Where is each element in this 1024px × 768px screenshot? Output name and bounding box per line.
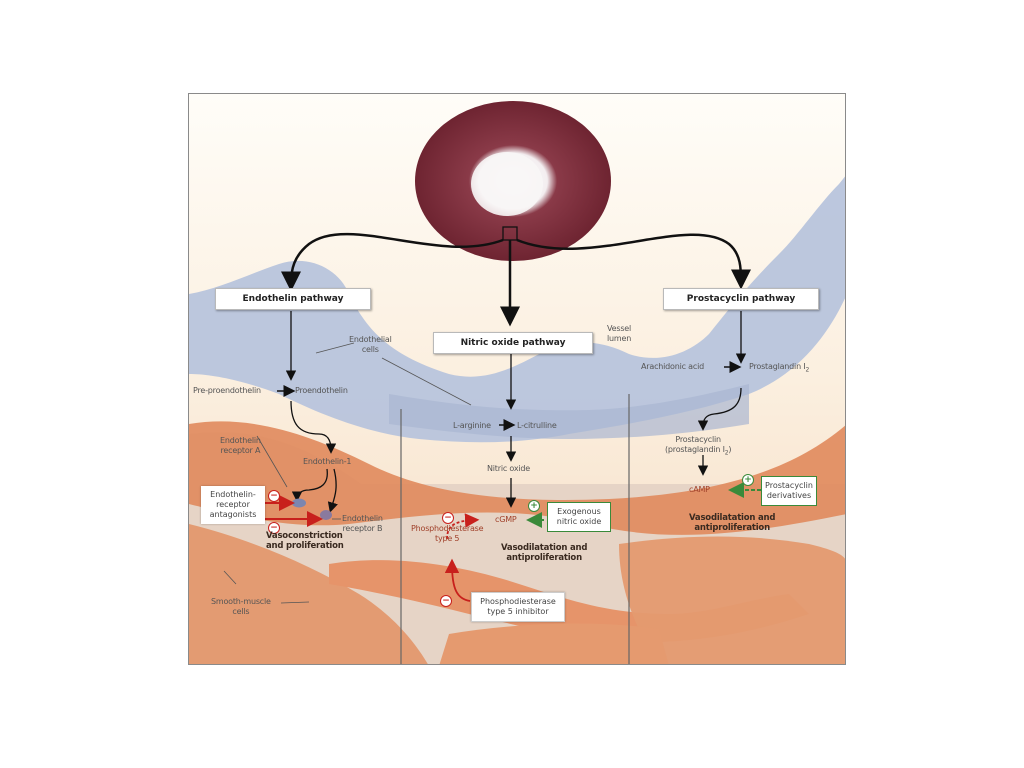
diagram-background xyxy=(189,94,845,664)
endothelial-cells-label: Endothelial cells xyxy=(349,335,392,354)
pre-proendothelin-label: Pre-proendothelin xyxy=(193,386,261,395)
pde5-inhibitor-box: Phosphodiesterase type 5 inhibitor xyxy=(471,592,565,622)
smooth-muscle-cell xyxy=(189,421,845,535)
prostacyclin-sub-text: (prostaglandin I xyxy=(665,445,725,454)
prostacyclin-pathway-label: Prostacyclin pathway xyxy=(686,294,796,304)
endothelin-1-label: Endothelin-1 xyxy=(303,457,352,466)
no-vasodilatation-effect-label: Vasodilatation and antiproliferation xyxy=(501,543,588,563)
arrow-to-prostacyclin xyxy=(516,233,751,290)
phosphodiesterase-type-5-label: Phosphodiesterase type 5 xyxy=(411,524,484,543)
endothelin-receptor-b-label: Endothelin receptor B xyxy=(342,514,383,533)
prostacyclin-label: Prostacyclin(prostaglandin I2) xyxy=(665,435,732,457)
endothelial-cell-layer xyxy=(189,176,845,443)
receptor-b xyxy=(320,510,332,520)
prostaglandin-i2-text: Prostaglandin I xyxy=(749,362,806,371)
inhibit-minus-icon: − xyxy=(440,595,452,607)
nitric-oxide-label: Nitric oxide xyxy=(487,464,531,473)
inhibit-minus-icon: − xyxy=(268,490,280,502)
cgmp-label: cGMP xyxy=(495,515,517,524)
endothelin-pathway-label: Endothelin pathway xyxy=(242,294,344,304)
smooth-muscle-cells-label: Smooth-muscle cells xyxy=(211,597,271,616)
smooth-muscle-cell xyxy=(189,524,428,664)
vasoconstriction-effect-label: Vasoconstriction and proliferation xyxy=(266,531,344,551)
nitric-oxide-pathway-box: Nitric oxide pathway xyxy=(433,332,593,354)
l-citrulline-label: L-citrulline xyxy=(517,421,557,430)
prostacyclin-derivatives-box: Prostacyclin derivatives xyxy=(761,476,817,506)
smooth-muscle-cell xyxy=(619,536,845,664)
inhibit-minus-icon: − xyxy=(268,522,280,534)
prostacyclin-vasodilatation-effect-label: Vasodilatation and antiproliferation xyxy=(689,513,776,533)
prostaglandin-i2-label: Prostaglandin I2 xyxy=(749,362,810,374)
pathway-diagram: Endothelin pathway Nitric oxide pathway … xyxy=(188,93,846,665)
arachidonic-acid-label: Arachidonic acid xyxy=(641,362,704,371)
arrow-to-endothelin xyxy=(281,232,504,292)
camp-label: cAMP xyxy=(689,485,710,494)
proendothelin-label: Proendothelin xyxy=(295,386,348,395)
prostacyclin-text: Prostacyclin xyxy=(675,435,721,444)
vessel-lumen-label: Vessel lumen xyxy=(607,324,632,343)
endothelin-receptor-antagonists-box: Endothelin- receptor antagonists xyxy=(201,486,265,524)
nitric-oxide-pathway-label: Nitric oxide pathway xyxy=(460,338,566,348)
prostacyclin-pathway-box: Prostacyclin pathway xyxy=(663,288,819,310)
smooth-muscle-cell xyxy=(439,623,669,664)
endothelin-pathway-box: Endothelin pathway xyxy=(215,288,371,310)
exogenous-nitric-oxide-box: Exogenous nitric oxide xyxy=(547,502,611,532)
l-arginine-label: L-arginine xyxy=(453,421,491,430)
endothelin-receptor-a-label: Endothelin receptor A xyxy=(220,436,261,455)
stimulate-plus-icon: + xyxy=(528,500,540,512)
stimulate-plus-icon: + xyxy=(742,474,754,486)
inhibit-minus-icon: − xyxy=(442,512,454,524)
receptor-a xyxy=(292,498,306,508)
